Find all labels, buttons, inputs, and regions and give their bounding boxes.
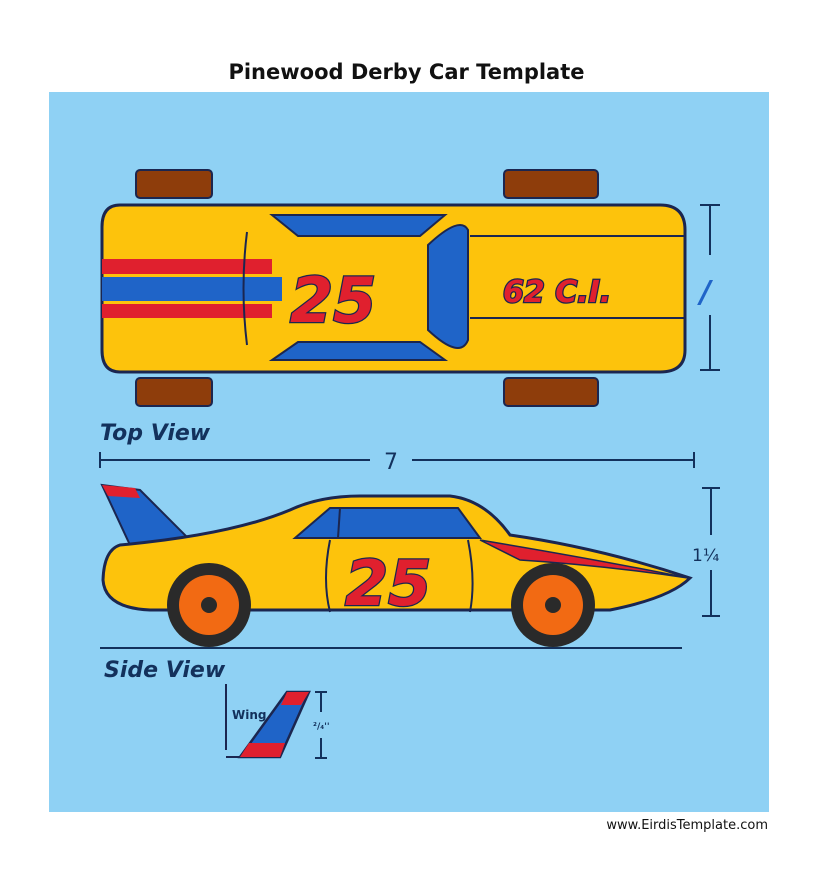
car-body-top: [100, 203, 687, 374]
car-number-top: 25: [290, 264, 376, 337]
stripe-blue: [102, 277, 282, 301]
side-view-car: 25: [100, 483, 693, 649]
wing-label: Wing: [232, 708, 266, 722]
length-dimension: 7: [99, 450, 695, 475]
height-value: 1¼: [692, 546, 719, 566]
top-view-label: Top View: [100, 421, 211, 446]
width-dimension: /: [697, 204, 720, 371]
wing-detail: Wing ²/₄'': [225, 684, 330, 759]
windshield: [427, 224, 469, 349]
website-footer: www.EirdisTemplate.com: [606, 818, 768, 833]
length-value: 7: [384, 450, 398, 475]
width-mark: /: [697, 275, 714, 310]
stripe-red: [102, 304, 272, 318]
page-title: Pinewood Derby Car Template: [228, 60, 585, 84]
tire-front-left: [135, 169, 213, 199]
height-dimension: 1¼: [692, 487, 720, 617]
window-bottom: [268, 341, 449, 361]
tire-rear-left: [503, 169, 599, 199]
tire-rear-right: [503, 377, 599, 407]
tire-front-right: [135, 377, 213, 407]
top-view-car: 25 62 C.I.: [100, 169, 687, 407]
car-number-side: 25: [345, 547, 431, 620]
wing-dimension: ²/₄'': [313, 722, 330, 732]
engine-label: 62 C.I.: [503, 275, 611, 310]
stripe-red: [102, 259, 272, 274]
background-panel: [49, 92, 769, 812]
side-window: [292, 507, 482, 539]
window-top: [269, 214, 448, 237]
side-view-label: Side View: [104, 658, 226, 683]
